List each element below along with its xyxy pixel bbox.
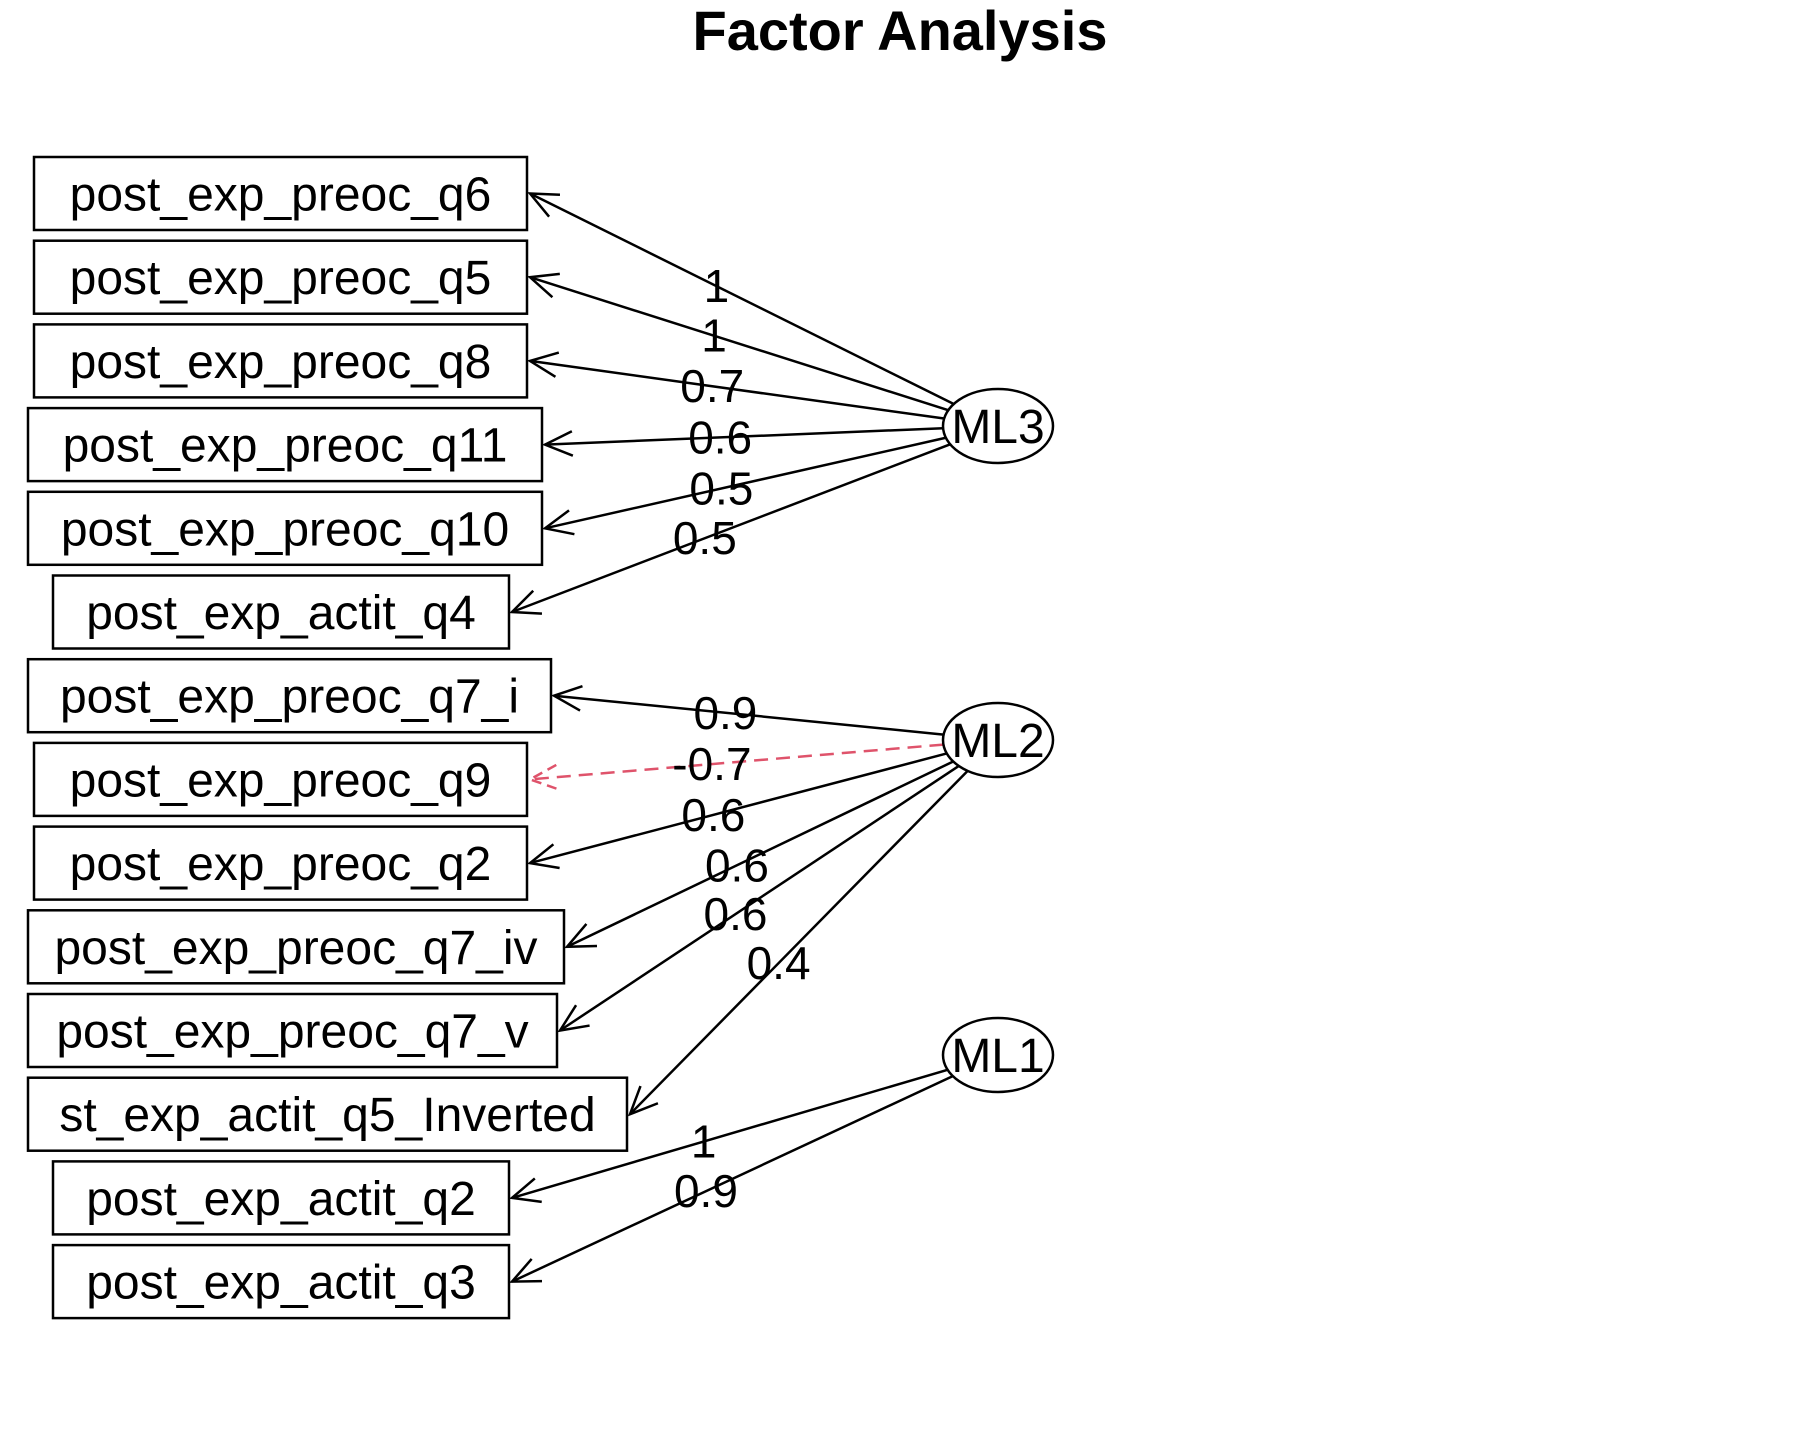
loading-arrowhead (527, 843, 560, 870)
loading-labels: 110.70.60.50.50.9-0.70.60.60.60.410.9 (672, 260, 810, 1217)
variable-label: post_exp_preoc_q7_v (56, 1006, 528, 1059)
loading-edge (529, 359, 945, 420)
variable-label: post_exp_preoc_q2 (70, 838, 492, 891)
loading-arrowhead (526, 763, 559, 791)
loading-arrowhead (509, 1177, 542, 1204)
loading-value: 0.7 (680, 360, 744, 412)
loading-value: 0.9 (674, 1165, 738, 1217)
variable-boxes: post_exp_preoc_q6 post_exp_preoc_q5 post_e… (26, 155, 629, 1320)
loading-edge (544, 436, 947, 530)
variable-label: post_exp_preoc_q6 (70, 169, 492, 222)
loading-arrowhead (542, 509, 575, 536)
loading-arrowhead (541, 430, 574, 457)
loading-edge (511, 443, 951, 614)
variable-label: post_exp_preoc_q7_i (60, 671, 519, 724)
variable-box-post-exp-preoc-q11 (26, 406, 544, 483)
variable-box-post-exp-preoc-q6 (32, 155, 529, 232)
loading-value: 1 (701, 310, 727, 362)
loading-edge (529, 752, 948, 865)
variable-box-st-exp-actit-q5-inverted (26, 1076, 629, 1152)
variable-box-post-exp-actit-q4 (51, 574, 511, 650)
variable-box-post-exp-actit-q3 (51, 1243, 511, 1320)
loading-arrowhead (627, 1085, 659, 1117)
loading-value: 0.5 (689, 462, 753, 514)
variable-box-post-exp-preoc-q10 (26, 490, 544, 567)
loading-value: 0.5 (673, 512, 737, 564)
loading-arrowhead (550, 685, 583, 712)
loading-value: 1 (691, 1116, 717, 1168)
loading-edge (529, 743, 944, 781)
loading-value: 0.6 (681, 789, 745, 841)
loading-edge (529, 276, 949, 412)
variable-box-post-exp-actit-q2 (51, 1160, 511, 1236)
variable-box-post-exp-preoc-q7-i (26, 657, 553, 734)
loading-arrowhead (564, 923, 598, 949)
loading-edge (544, 427, 944, 446)
loading-edge (511, 1068, 948, 1200)
diagram-title: Factor Analysis (693, 0, 1108, 62)
loading-edge (553, 694, 944, 736)
loading-value: 1 (704, 260, 730, 312)
loading-edge (529, 192, 955, 406)
loading-value: 0.9 (693, 687, 757, 739)
variable-label: post_exp_preoc_q10 (61, 503, 509, 556)
factor-node-ml3 (941, 387, 1055, 465)
variable-box-post-exp-preoc-q5 (32, 239, 529, 315)
variable-label: post_exp_preoc_q7_iv (54, 922, 537, 975)
variable-label: post_exp_preoc_q9 (70, 754, 492, 807)
variable-label: post_exp_actit_q4 (86, 587, 476, 640)
loading-arrowhead (527, 272, 560, 299)
variable-box-post-exp-preoc-q8 (32, 323, 529, 399)
variable-box-post-exp-preoc-q7-iv (26, 909, 566, 985)
variable-label: post_exp_preoc_q11 (63, 420, 508, 473)
variable-box-post-exp-preoc-q2 (32, 825, 529, 901)
loading-value: 0.4 (747, 937, 811, 989)
factor-node-ml1 (941, 1016, 1055, 1094)
variable-label: post_exp_actit_q2 (86, 1173, 476, 1226)
factor-label: ML1 (951, 1030, 1044, 1083)
loading-edges (509, 192, 969, 1283)
loading-arrowhead (526, 351, 560, 378)
loading-edge (629, 769, 969, 1116)
loading-arrowhead (509, 589, 543, 615)
variable-label: post_exp_preoc_q8 (70, 336, 492, 389)
loading-edge (511, 1074, 954, 1283)
variable-box-post-exp-preoc-q7-v (26, 992, 559, 1069)
variable-label: st_exp_actit_q5_Inverted (59, 1089, 595, 1142)
loading-arrowhead (527, 192, 561, 218)
variable-box-post-exp-preoc-q9 (32, 741, 529, 818)
factor-label: ML3 (951, 401, 1044, 454)
loading-edge (559, 764, 960, 1032)
loading-value: 0.6 (704, 888, 768, 940)
factor-node-ml2 (941, 701, 1055, 779)
loading-arrowhead (557, 1004, 590, 1033)
factor-label: ML2 (951, 715, 1044, 768)
loading-arrowhead (509, 1258, 543, 1283)
loading-value: 0.6 (705, 839, 769, 891)
loading-value: -0.7 (672, 738, 751, 790)
variable-label: post_exp_actit_q3 (86, 1257, 476, 1310)
loading-edge (566, 760, 954, 948)
variable-label: post_exp_preoc_q5 (70, 252, 492, 305)
loading-value: 0.6 (688, 411, 752, 463)
